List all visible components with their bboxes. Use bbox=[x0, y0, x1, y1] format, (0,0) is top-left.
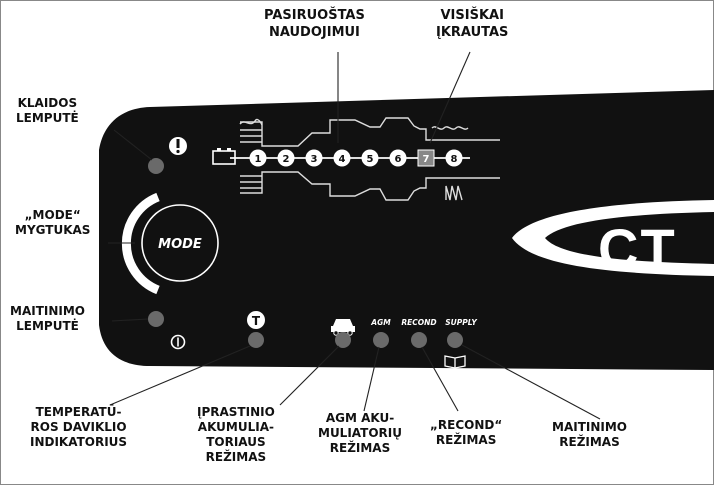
label-supply-mode-line1: MAITINIMO bbox=[552, 420, 627, 434]
label-full: VISIŠKAI ĮKRAUTAS bbox=[436, 7, 508, 41]
charge-step-label-8: 8 bbox=[451, 154, 458, 165]
power-icon bbox=[170, 334, 186, 350]
label-ready-line2: NAUDOJIMUI bbox=[268, 25, 360, 40]
leader-lines bbox=[108, 51, 601, 420]
label-normal-mode-line4: REŽIMAS bbox=[205, 450, 267, 464]
label-temp-sensor-line3: INDIKATORIUS bbox=[30, 435, 128, 449]
label-error-lamp-line2: LEMPUTĖ bbox=[16, 111, 79, 125]
label-normal-mode-line1: ĮPRASTINIO bbox=[197, 405, 275, 419]
temperature-icon-glyph: T bbox=[252, 314, 261, 328]
label-agm-mode-line2: MULIATORIŲ bbox=[318, 426, 402, 440]
label-mode-button-line2: MYGTUKAS bbox=[15, 223, 91, 237]
charge-step-marker-6 bbox=[389, 149, 407, 167]
label-mode-button: „MODE“ MYGTUKAS bbox=[15, 208, 90, 238]
book-icon bbox=[444, 355, 466, 369]
label-power-lamp-line2: LEMPUTĖ bbox=[16, 319, 79, 333]
supply-mode-led bbox=[447, 332, 463, 348]
label-agm-mode-line1: AGM AKU- bbox=[325, 411, 395, 425]
battery-icon bbox=[212, 148, 236, 165]
mode-name-recond: RECOND bbox=[401, 318, 436, 327]
mode-button[interactable] bbox=[141, 204, 219, 282]
charge-step-label-1: 1 bbox=[255, 154, 262, 165]
label-agm-mode: AGM AKU- MULIATORIŲ REŽIMAS bbox=[318, 411, 402, 456]
charge-step-label-2: 2 bbox=[283, 154, 290, 165]
charge-step-marker-8 bbox=[445, 149, 463, 167]
label-temp-sensor-line2: ROS DAVIKLIO bbox=[30, 420, 127, 434]
label-ready: PASIRUOŠTAS NAUDOJIMUI bbox=[264, 7, 365, 41]
charge-curve-graphic bbox=[239, 117, 500, 201]
label-recond-mode-line1: „RECOND“ bbox=[430, 418, 503, 432]
recond-mode-led bbox=[411, 332, 427, 348]
mode-name-supply: SUPPLY bbox=[445, 318, 478, 327]
mode-button-label: MODE bbox=[158, 237, 202, 252]
label-full-line2: ĮKRAUTAS bbox=[436, 25, 509, 40]
charge-step-marker-1 bbox=[249, 149, 267, 167]
label-supply-mode-line2: REŽIMAS bbox=[559, 435, 620, 449]
label-temp-sensor: TEMPERATŪ- ROS DAVIKLIO INDIKATORIUS bbox=[30, 405, 127, 450]
power-lamp-led bbox=[148, 311, 164, 327]
charge-step-label-7: 7 bbox=[423, 154, 430, 165]
charge-step-marker-5 bbox=[361, 149, 379, 167]
car-icon bbox=[331, 319, 355, 336]
mode-name-agm: AGM bbox=[370, 318, 391, 327]
label-ready-line1: PASIRUOŠTAS bbox=[264, 8, 365, 23]
brand-text: CT bbox=[598, 217, 677, 280]
charge-steps: 1 2 3 4 5 6 7 8 bbox=[249, 149, 463, 167]
temperature-icon: T bbox=[247, 311, 265, 329]
label-agm-mode-line3: REŽIMAS bbox=[329, 441, 391, 455]
error-lamp-led bbox=[148, 158, 164, 174]
charge-step-marker-7 bbox=[417, 149, 435, 167]
charge-step-label-3: 3 bbox=[311, 154, 318, 165]
label-power-lamp-line1: MAITINIMO bbox=[10, 304, 85, 318]
normal-mode-led bbox=[335, 332, 351, 348]
label-temp-sensor-line1: TEMPERATŪ- bbox=[35, 405, 122, 419]
label-recond-mode-line2: REŽIMAS bbox=[435, 433, 497, 447]
label-power-lamp: MAITINIMO LEMPUTĖ bbox=[10, 304, 85, 334]
charge-step-label-5: 5 bbox=[367, 154, 374, 165]
charge-step-label-4: 4 bbox=[339, 154, 346, 165]
exclamation-icon bbox=[169, 137, 187, 155]
charge-step-marker-2 bbox=[277, 149, 295, 167]
charge-step-label-6: 6 bbox=[395, 154, 402, 165]
charge-step-marker-3 bbox=[305, 149, 323, 167]
label-normal-mode-line2: AKUMULIA- bbox=[197, 420, 274, 434]
label-error-lamp: KLAIDOS LEMPUTĖ bbox=[16, 96, 79, 126]
label-recond-mode: „RECOND“ REŽIMAS bbox=[430, 418, 502, 448]
brand-logo: CT bbox=[512, 200, 714, 280]
label-full-line1: VISIŠKAI bbox=[440, 8, 504, 23]
label-error-lamp-line1: KLAIDOS bbox=[17, 96, 78, 110]
label-mode-button-line1: „MODE“ bbox=[24, 208, 81, 222]
label-normal-mode-line3: TORIAUS bbox=[206, 435, 266, 449]
label-normal-mode: ĮPRASTINIO AKUMULIA- TORIAUS REŽIMAS bbox=[197, 405, 275, 465]
temperature-led bbox=[248, 332, 264, 348]
agm-mode-led bbox=[373, 332, 389, 348]
label-supply-mode: MAITINIMO REŽIMAS bbox=[552, 420, 627, 450]
charge-step-marker-4 bbox=[333, 149, 351, 167]
